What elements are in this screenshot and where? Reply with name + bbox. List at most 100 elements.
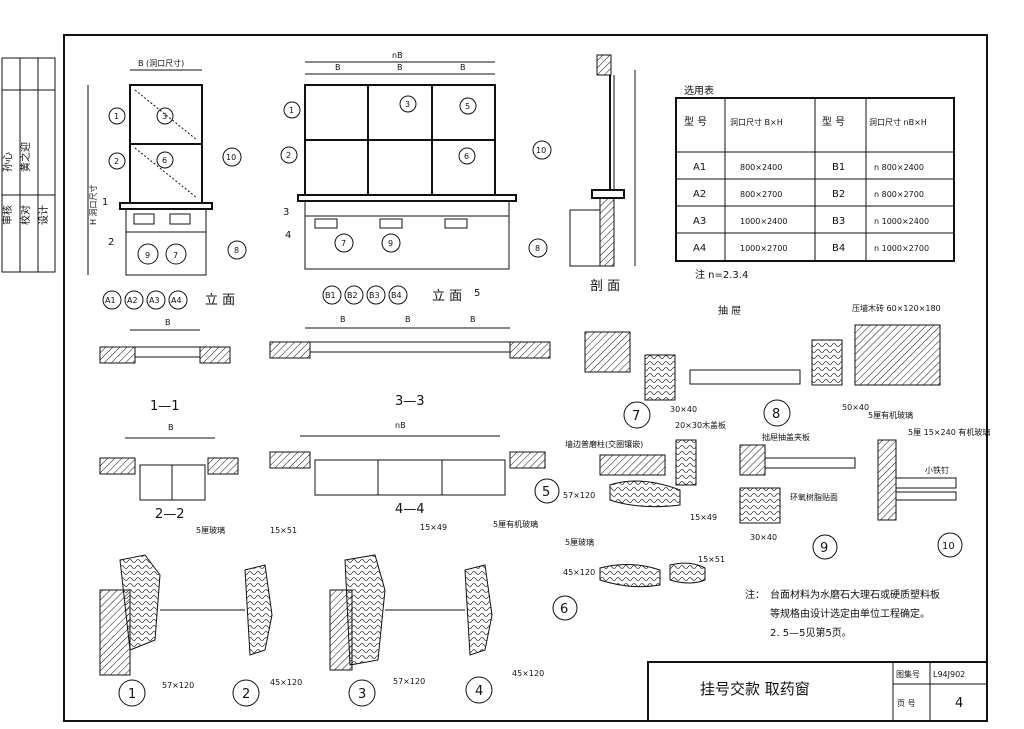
svg-text:B: B bbox=[335, 63, 341, 72]
detail-6-label: 6 bbox=[560, 602, 568, 617]
svg-text:1: 1 bbox=[102, 197, 108, 208]
svg-text:50×40: 50×40 bbox=[842, 403, 869, 412]
elevation-a: B (洞口尺寸) 9 7 1 2 3 6 10 8 H 洞口尺寸 1 2 A1 … bbox=[87, 58, 247, 310]
board-note: 拙屉抽盖夹板 bbox=[762, 432, 810, 442]
svg-text:9: 9 bbox=[145, 251, 150, 260]
detail-6-glass-note: 5厘玻璃 bbox=[565, 537, 594, 547]
table-cell: n 800×2700 bbox=[874, 190, 924, 199]
selection-table: 选用表 型 号 洞口尺寸 B×H 型 号 洞口尺寸 nB×H A1 800×24… bbox=[675, 84, 955, 281]
drawer-details: 抽 屉 压墙木砖 60×120×180 7 8 30×40 50×40 bbox=[584, 303, 941, 429]
plan-title: 抽 屉 bbox=[718, 304, 741, 317]
detail-3-4-glass-note: 5厘有机玻璃 bbox=[493, 519, 538, 529]
detail-2-label: 2 bbox=[242, 687, 250, 702]
elevation-b-width-label: nB bbox=[392, 51, 403, 60]
page-no-value: 4 bbox=[955, 696, 963, 711]
section-1-1-label: 1—1 bbox=[150, 399, 180, 414]
elevation-b: nB B B B 1 2 3 5 6 10 7 9 8 3 4 B1 bbox=[280, 51, 552, 305]
table-cell: n 1000×2700 bbox=[874, 244, 929, 253]
section-4-4-label: 4—4 bbox=[395, 502, 425, 517]
elevation-a-title: 立 面 bbox=[205, 293, 235, 308]
atlas-no-label: 图集号 bbox=[896, 669, 920, 679]
small-nail-note: 小铁钉 bbox=[925, 465, 949, 475]
section-3-3-label: 3—3 bbox=[395, 394, 425, 409]
svg-text:9: 9 bbox=[388, 239, 393, 248]
notes-label: 注： bbox=[745, 588, 765, 601]
table-cell: 800×2400 bbox=[740, 163, 782, 172]
svg-text:30×40: 30×40 bbox=[670, 405, 697, 414]
svg-text:3: 3 bbox=[162, 112, 167, 121]
notes-line-2: 等规格由设计选定由单位工程确定。 bbox=[770, 607, 930, 620]
svg-text:B: B bbox=[168, 423, 174, 432]
table-cell: A2 bbox=[693, 189, 706, 200]
svg-text:57×120: 57×120 bbox=[563, 491, 595, 500]
svg-text:B4: B4 bbox=[391, 291, 402, 300]
plan-sections-upper: B 1—1 B B B 3—3 bbox=[99, 315, 551, 414]
table-cell: B2 bbox=[832, 189, 845, 200]
sheet-border bbox=[63, 34, 988, 722]
svg-text:1: 1 bbox=[114, 112, 119, 121]
detail-9-label: 9 bbox=[820, 541, 828, 556]
svg-text:nB: nB bbox=[395, 421, 406, 430]
svg-text:B1: B1 bbox=[325, 291, 336, 300]
detail-1-2-glass-note: 5厘玻璃 bbox=[196, 525, 225, 535]
detail-7-label: 7 bbox=[632, 409, 640, 424]
svg-text:A3: A3 bbox=[149, 296, 160, 305]
svg-text:3: 3 bbox=[283, 207, 289, 218]
svg-text:6: 6 bbox=[464, 152, 469, 161]
svg-text:8: 8 bbox=[535, 244, 540, 253]
svg-text:10: 10 bbox=[226, 153, 236, 162]
svg-text:45×120: 45×120 bbox=[563, 568, 595, 577]
stamp-row-1: 审核 bbox=[1, 205, 14, 225]
svg-text:15×49: 15×49 bbox=[420, 523, 447, 532]
stamp-signature-2: 黄之迎 bbox=[19, 142, 32, 172]
svg-text:6: 6 bbox=[162, 156, 167, 165]
svg-text:B2: B2 bbox=[347, 291, 358, 300]
drawing-title: 挂号交款 取药窗 bbox=[700, 680, 810, 698]
table-cell: n 800×2400 bbox=[874, 163, 924, 172]
svg-text:2: 2 bbox=[286, 151, 291, 160]
svg-text:2: 2 bbox=[114, 157, 119, 166]
detail-8-label: 8 bbox=[772, 407, 780, 422]
plastic-note: 5厘 15×240 有机玻璃 bbox=[908, 427, 990, 437]
svg-text:57×120: 57×120 bbox=[393, 677, 425, 686]
table-header-4: 洞口尺寸 nB×H bbox=[869, 117, 927, 127]
wood-cover-note: 20×30木盖板 bbox=[675, 420, 726, 430]
table-cell: B3 bbox=[832, 216, 845, 227]
table-header-1: 型 号 bbox=[684, 115, 707, 128]
svg-text:15×49: 15×49 bbox=[690, 513, 717, 522]
svg-text:4: 4 bbox=[285, 230, 291, 241]
table-header-2: 洞口尺寸 B×H bbox=[730, 117, 783, 127]
notes: 注： 台面材料为水磨石大理石或硬质塑料板 等规格由设计选定由单位工程确定。 2.… bbox=[745, 588, 940, 639]
section-title: 剖 面 bbox=[590, 279, 620, 294]
svg-text:B: B bbox=[460, 63, 466, 72]
detail-10-label: 10 bbox=[942, 541, 955, 552]
svg-text:30×40: 30×40 bbox=[750, 533, 777, 542]
detail-5-6: 20×30木盖板 墙边普磨柱(交圈镶嵌) 5 57×120 15×49 5厘玻璃… bbox=[534, 420, 726, 621]
table-cell: 800×2700 bbox=[740, 190, 782, 199]
elevation-a-width-label: B (洞口尺寸) bbox=[138, 58, 184, 68]
detail-1-label: 1 bbox=[128, 687, 136, 702]
svg-text:10: 10 bbox=[536, 146, 546, 155]
frame-details: 5厘玻璃 5厘有机玻璃 15×51 15×49 1 2 3 4 57×120 4… bbox=[99, 519, 544, 707]
svg-text:A1: A1 bbox=[105, 296, 116, 305]
stamp-row-2: 校对 bbox=[19, 205, 32, 225]
svg-text:B: B bbox=[397, 63, 403, 72]
table-cell: A4 bbox=[693, 243, 706, 254]
table-cell: A1 bbox=[693, 162, 706, 173]
svg-text:B: B bbox=[340, 315, 346, 324]
svg-text:8: 8 bbox=[234, 246, 239, 255]
table-cell: A3 bbox=[693, 216, 706, 227]
table-title: 选用表 bbox=[684, 84, 714, 97]
svg-text:15×51: 15×51 bbox=[270, 526, 297, 535]
svg-text:B3: B3 bbox=[369, 291, 380, 300]
stamp-signature-1: 孙心 bbox=[1, 152, 14, 172]
section-2-2-label: 2—2 bbox=[155, 507, 185, 522]
section-view: 剖 面 bbox=[569, 54, 636, 294]
table-note: 注 n=2.3.4 bbox=[695, 268, 748, 281]
svg-text:57×120: 57×120 bbox=[162, 681, 194, 690]
svg-text:7: 7 bbox=[173, 251, 178, 260]
svg-text:45×120: 45×120 bbox=[512, 669, 544, 678]
notes-line-1: 台面材料为水磨石大理石或硬质塑料板 bbox=[770, 588, 940, 601]
table-cell: 1000×2400 bbox=[740, 217, 787, 226]
